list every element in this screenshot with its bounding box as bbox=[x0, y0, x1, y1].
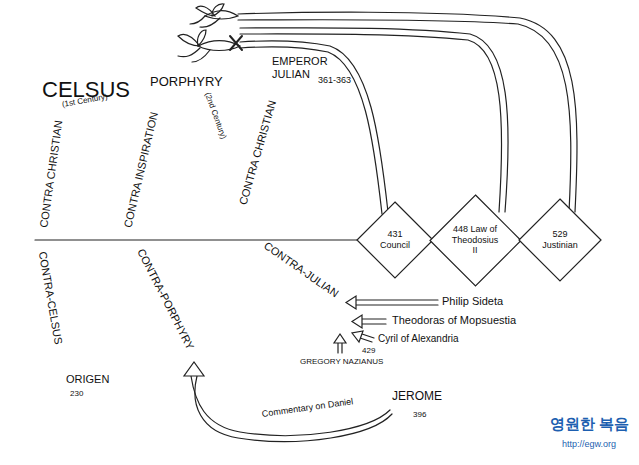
author-name: GREGORY NAZIANUS bbox=[300, 357, 383, 367]
work-title: CONTRA CHRISTIAN bbox=[37, 120, 65, 229]
event-diamond: 431 Council bbox=[356, 201, 434, 279]
date-note: 230 bbox=[70, 389, 83, 399]
curved-arrow bbox=[184, 362, 392, 442]
watermark: 영원한 복음 bbox=[550, 415, 629, 433]
author-name: Theodoras of Mopsuestia bbox=[392, 314, 516, 327]
event-label: 448 Law of Theodosius II bbox=[451, 224, 499, 256]
text-group: 431 Council bbox=[373, 229, 417, 251]
work-title: CONTRA CHRISTIAN bbox=[237, 99, 279, 207]
event-diamond: 529 Justinian bbox=[518, 198, 602, 282]
event-label: 529 Justinian bbox=[535, 229, 585, 251]
double-arrow bbox=[334, 334, 346, 353]
author-name: Philip Sideta bbox=[442, 295, 503, 308]
reply-title: CONTRA-JULIAN bbox=[261, 240, 341, 301]
event-label: 431 Council bbox=[373, 229, 417, 251]
date-note: 429 bbox=[362, 346, 375, 356]
date-note: 396 bbox=[413, 410, 426, 420]
date-note: (2nd Century) bbox=[202, 91, 228, 140]
diamond-shape bbox=[430, 195, 521, 286]
cross-mark bbox=[230, 36, 242, 50]
tube-line bbox=[238, 12, 577, 212]
diamond-shape bbox=[357, 202, 433, 278]
diamond-shape bbox=[519, 199, 601, 281]
tube-line bbox=[238, 20, 571, 212]
plant-icon bbox=[178, 30, 240, 62]
author-name: ORIGEN bbox=[66, 373, 109, 386]
tube-line bbox=[240, 34, 502, 212]
tube-line bbox=[240, 28, 508, 212]
text-group: 448 Law of Theodosius II bbox=[451, 224, 499, 256]
author-name: Cyril of Alexandria bbox=[378, 333, 459, 345]
watermark: http://egw.org bbox=[562, 439, 616, 450]
work-title: Commentary on Daniel bbox=[261, 396, 354, 420]
work-title: CONTRA INSPIRATION bbox=[122, 111, 161, 229]
author-name: JEROME bbox=[392, 389, 442, 403]
double-arrow bbox=[352, 315, 386, 328]
double-arrow bbox=[352, 331, 374, 342]
double-arrow bbox=[346, 296, 438, 309]
event-diamond: 448 Law of Theodosius II bbox=[429, 194, 522, 287]
author-name: PORPHYRY bbox=[150, 74, 223, 90]
author-name: EMPEROR JULIAN bbox=[272, 55, 324, 81]
time-line bbox=[35, 239, 366, 240]
plant-icon bbox=[190, 4, 238, 27]
reply-title: CONTRA-PORPHYRY bbox=[134, 247, 196, 352]
date-note: 361-363 bbox=[318, 75, 351, 86]
text-group: 529 Justinian bbox=[535, 229, 585, 251]
reply-title: CONTRA-CELSUS bbox=[36, 251, 65, 346]
